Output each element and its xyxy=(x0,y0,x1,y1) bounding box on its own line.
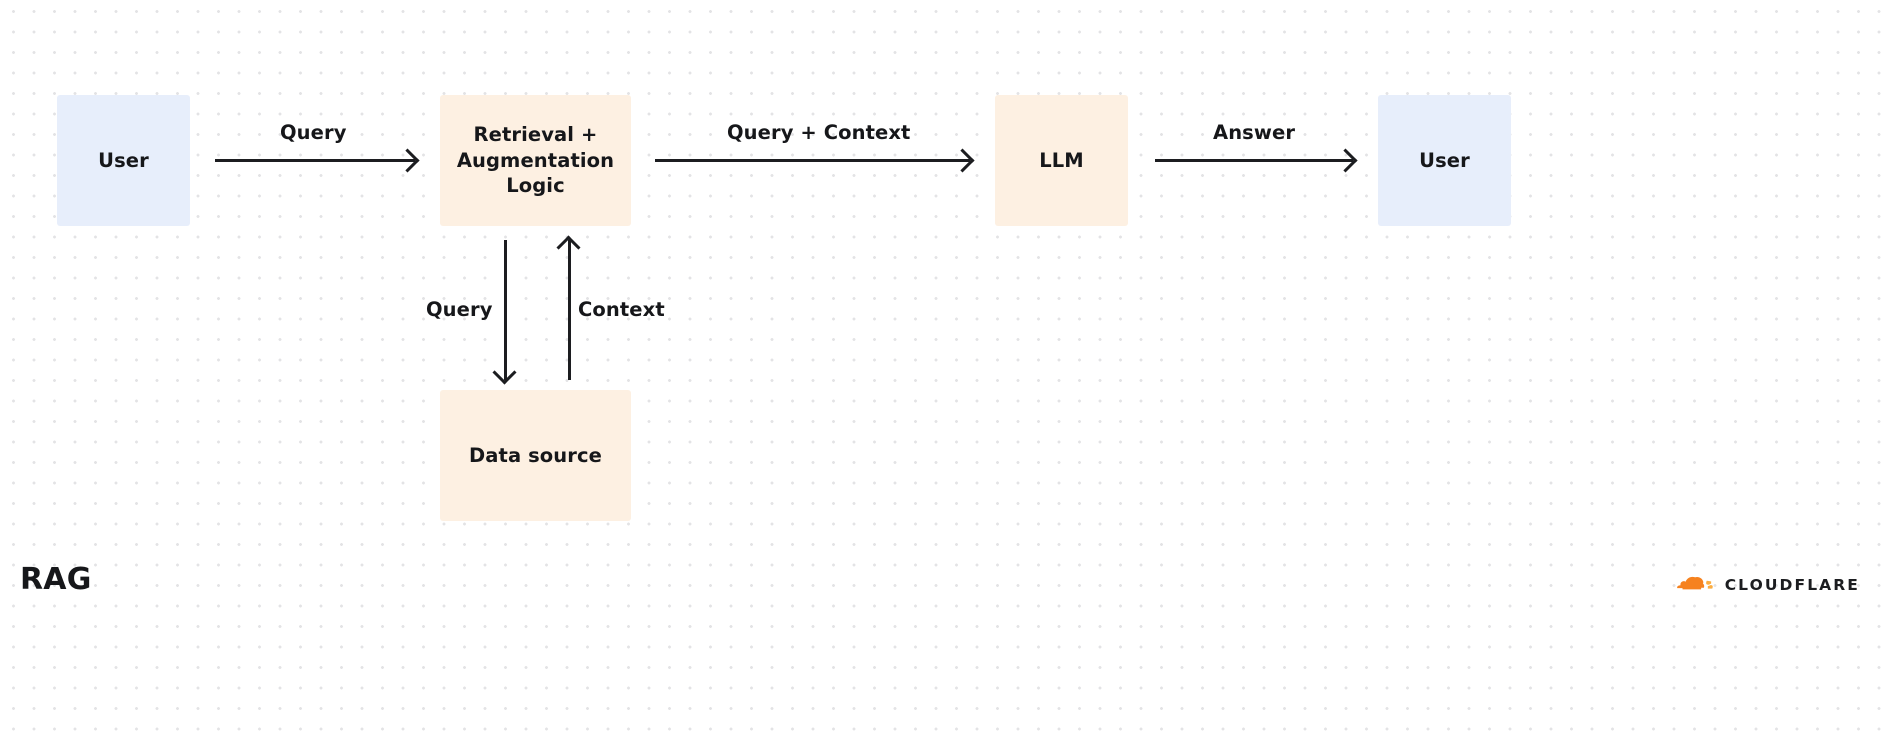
arrow-query-down-shaft xyxy=(504,240,507,380)
node-data-source: Data source xyxy=(440,390,631,521)
arrow-query-right xyxy=(215,148,420,173)
cloudflare-cloud-icon xyxy=(1676,576,1713,590)
arrow-answer-right xyxy=(1155,148,1358,173)
edge-label-query-down: Query xyxy=(426,298,493,321)
node-retrieval-label: Retrieval + Augmentation Logic xyxy=(457,122,614,200)
node-user-right: User xyxy=(1378,95,1511,226)
node-retrieval-label-line3: Logic xyxy=(506,174,565,198)
node-llm: LLM xyxy=(995,95,1128,226)
arrow-context-up xyxy=(556,235,581,380)
node-retrieval-label-line1: Retrieval + xyxy=(473,122,598,146)
edge-label-answer: Answer xyxy=(1213,121,1296,144)
arrow-context-up-shaft xyxy=(568,240,571,380)
node-retrieval-label-line2: Augmentation xyxy=(456,148,615,172)
node-retrieval-augmentation-logic: Retrieval + Augmentation Logic xyxy=(440,95,631,226)
cloudflare-logo: CLOUDFLARE xyxy=(1673,571,1860,599)
edge-label-context-up: Context xyxy=(578,298,665,321)
arrow-query-down xyxy=(492,240,517,385)
arrow-answer-shaft xyxy=(1155,159,1353,162)
node-llm-label: LLM xyxy=(1039,148,1084,172)
arrow-context-up-head-icon xyxy=(556,235,581,260)
arrow-query-down-head-icon xyxy=(492,360,517,385)
edge-label-query: Query xyxy=(280,121,347,144)
arrow-answer-head-icon xyxy=(1333,148,1358,173)
arrow-query-context-shaft xyxy=(655,159,970,162)
arrow-query-context-head-icon xyxy=(950,148,975,173)
node-user-left-label: User xyxy=(98,148,149,172)
node-user-right-label: User xyxy=(1419,148,1470,172)
cloudflare-wordmark: CLOUDFLARE xyxy=(1724,576,1860,594)
diagram-title: RAG xyxy=(20,562,92,597)
node-user-left: User xyxy=(57,95,190,226)
arrow-query-head-icon xyxy=(395,148,420,173)
arrow-query-context-right xyxy=(655,148,975,173)
edge-label-query-context: Query + Context xyxy=(727,121,911,144)
arrow-query-shaft xyxy=(215,159,415,162)
node-data-source-label: Data source xyxy=(468,443,602,467)
